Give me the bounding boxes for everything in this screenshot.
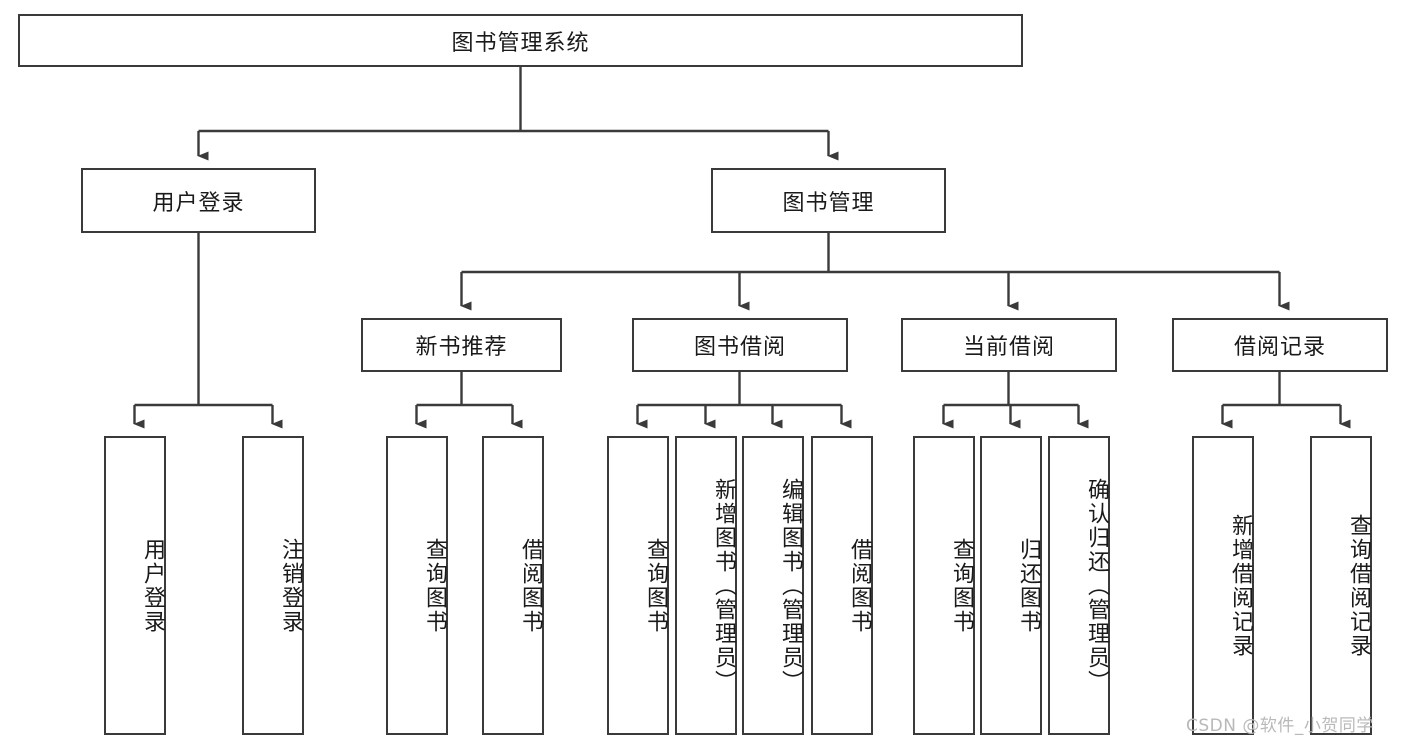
node-label: 当前借阅 xyxy=(962,335,1055,360)
leaf-borrow-book[interactable]: 借阅图书 xyxy=(811,436,873,735)
node-label: 用户登录 xyxy=(152,190,245,216)
node-label: 确认归还（管理员） xyxy=(1084,477,1109,694)
node-label: 注销登录 xyxy=(278,537,303,634)
csdn-watermark: CSDN @软件_小贺同学 xyxy=(1186,716,1374,736)
leaf-user-login[interactable]: 用户登录 xyxy=(104,436,166,735)
leaf-confirm-return-admin[interactable]: 确认归还（管理员） xyxy=(1048,436,1110,735)
node-label: 新增借阅记录 xyxy=(1228,513,1253,658)
leaf-logout-login[interactable]: 注销登录 xyxy=(242,436,304,735)
node-root[interactable]: 图书管理系统 xyxy=(18,14,1023,67)
node-label: 查询借阅记录 xyxy=(1346,513,1371,658)
node-label: 查询图书 xyxy=(422,537,447,634)
node-label: 借阅记录 xyxy=(1233,335,1326,360)
node-new-book-recommend[interactable]: 新书推荐 xyxy=(361,318,562,372)
leaf-add-borrow-record[interactable]: 新增借阅记录 xyxy=(1192,436,1254,735)
node-label: 查询图书 xyxy=(643,537,668,634)
node-label: 新增图书（管理员） xyxy=(711,477,736,694)
node-label: 用户登录 xyxy=(140,537,165,634)
node-label: 编辑图书（管理员） xyxy=(778,477,803,694)
node-book-management[interactable]: 图书管理 xyxy=(711,168,946,233)
node-label: 图书管理系统 xyxy=(451,30,590,56)
node-borrow-record[interactable]: 借阅记录 xyxy=(1172,318,1388,372)
node-label: 借阅图书 xyxy=(847,537,872,634)
node-label: 归还图书 xyxy=(1016,537,1041,634)
node-label: 查询图书 xyxy=(949,537,974,634)
leaf-query-book-recommend[interactable]: 查询图书 xyxy=(386,436,448,735)
node-label: 图书管理 xyxy=(782,190,875,216)
node-label: 借阅图书 xyxy=(518,537,543,634)
node-book-borrow[interactable]: 图书借阅 xyxy=(632,318,848,372)
node-current-borrow[interactable]: 当前借阅 xyxy=(901,318,1117,372)
node-label: 新书推荐 xyxy=(415,335,508,360)
leaf-query-book-current[interactable]: 查询图书 xyxy=(913,436,975,735)
node-label: 图书借阅 xyxy=(693,335,786,360)
node-user-login[interactable]: 用户登录 xyxy=(81,168,316,233)
leaf-edit-book-admin[interactable]: 编辑图书（管理员） xyxy=(742,436,804,735)
leaf-borrow-book-recommend[interactable]: 借阅图书 xyxy=(482,436,544,735)
leaf-add-book-admin[interactable]: 新增图书（管理员） xyxy=(675,436,737,735)
leaf-return-book[interactable]: 归还图书 xyxy=(980,436,1042,735)
leaf-query-borrow-record[interactable]: 查询借阅记录 xyxy=(1310,436,1372,735)
leaf-query-book-borrow[interactable]: 查询图书 xyxy=(607,436,669,735)
